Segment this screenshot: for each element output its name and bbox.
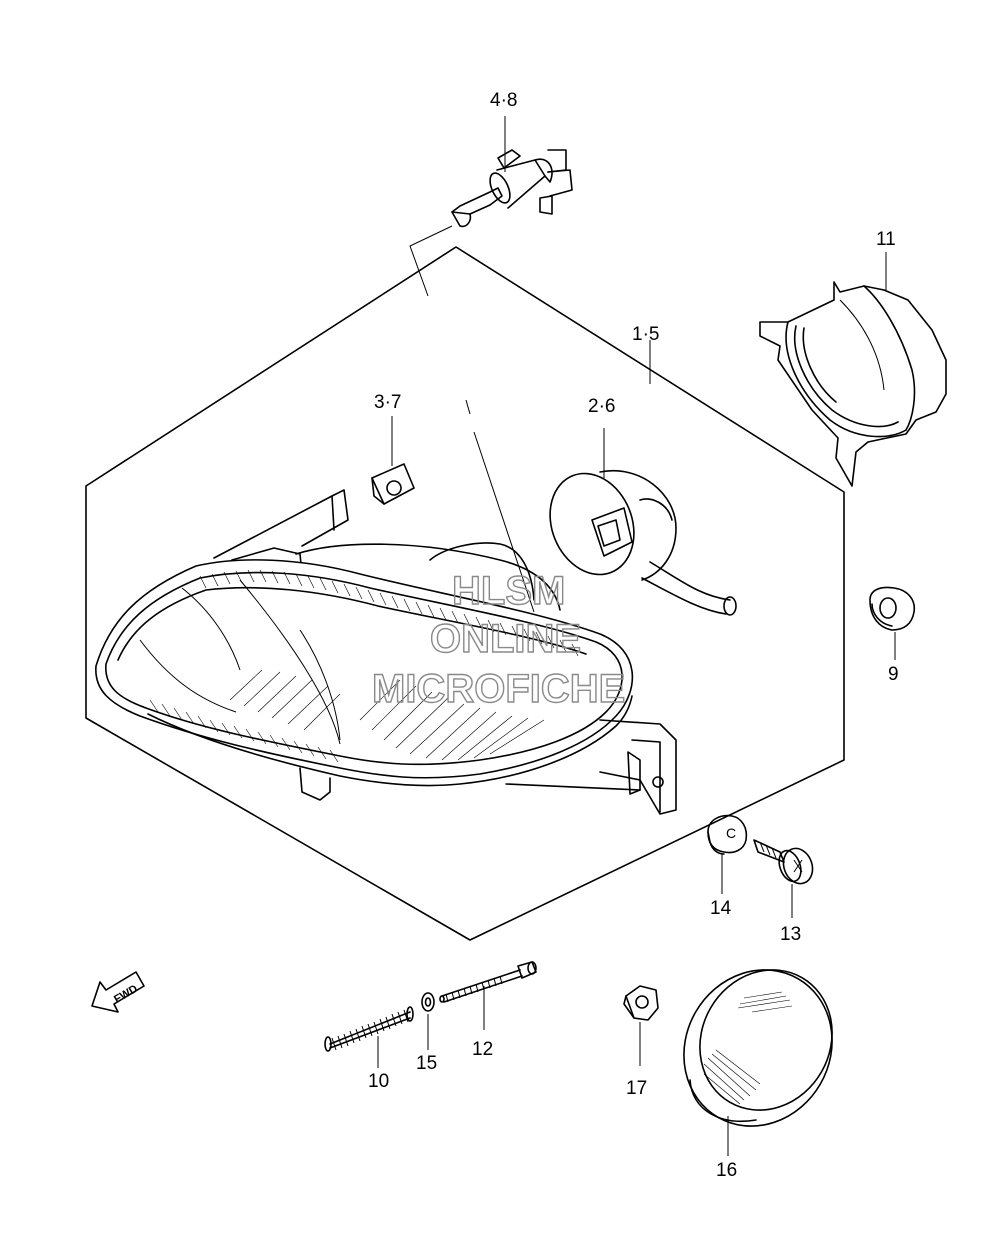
- watermark: HLSM ONLINE MICROFICHE: [371, 568, 626, 711]
- watermark-line-2: ONLINE: [430, 617, 581, 661]
- callout-10: 10: [368, 1071, 389, 1092]
- assembly-boundary: [85, 246, 845, 941]
- part-adjusting-screw[interactable]: [439, 961, 537, 1030]
- part-washer[interactable]: [421, 992, 435, 1050]
- watermark-line-1: HLSM: [452, 569, 565, 613]
- leader-bulb: [409, 225, 453, 297]
- callout-13: 13: [780, 924, 801, 945]
- callout-17: 17: [626, 1078, 647, 1099]
- callout-15: 15: [416, 1053, 437, 1074]
- callout-12: 12: [472, 1039, 493, 1060]
- callout-4-8: 4·8: [490, 90, 517, 111]
- part-nut[interactable]: [623, 985, 659, 1066]
- part-bulb-cover[interactable]: [759, 252, 947, 487]
- lens-hatching: [149, 569, 579, 763]
- callout-2-6: 2·6: [588, 396, 615, 417]
- callout-1-5: 1·5: [632, 324, 659, 345]
- part-bulb[interactable]: [451, 116, 573, 228]
- callout-3-7: 3·7: [374, 392, 401, 413]
- part-screw[interactable]: [753, 839, 817, 918]
- part-headlight-housing[interactable]: [95, 340, 677, 815]
- callout-9: 9: [888, 664, 899, 685]
- callout-11: 11: [876, 229, 896, 250]
- callout-16: 16: [716, 1160, 737, 1181]
- part-grommet[interactable]: [869, 586, 916, 661]
- part-bulb-socket[interactable]: [535, 428, 737, 616]
- part-reflector[interactable]: [656, 943, 861, 1156]
- callout-14: 14: [710, 898, 732, 919]
- svg-text:C: C: [726, 825, 736, 841]
- part-cushion[interactable]: C: [707, 814, 748, 894]
- watermark-line-3: MICROFICHE: [372, 667, 625, 711]
- part-spring[interactable]: [324, 1006, 414, 1068]
- part-clip-nut[interactable]: [371, 416, 415, 505]
- fwd-arrow: FWD: [91, 971, 145, 1013]
